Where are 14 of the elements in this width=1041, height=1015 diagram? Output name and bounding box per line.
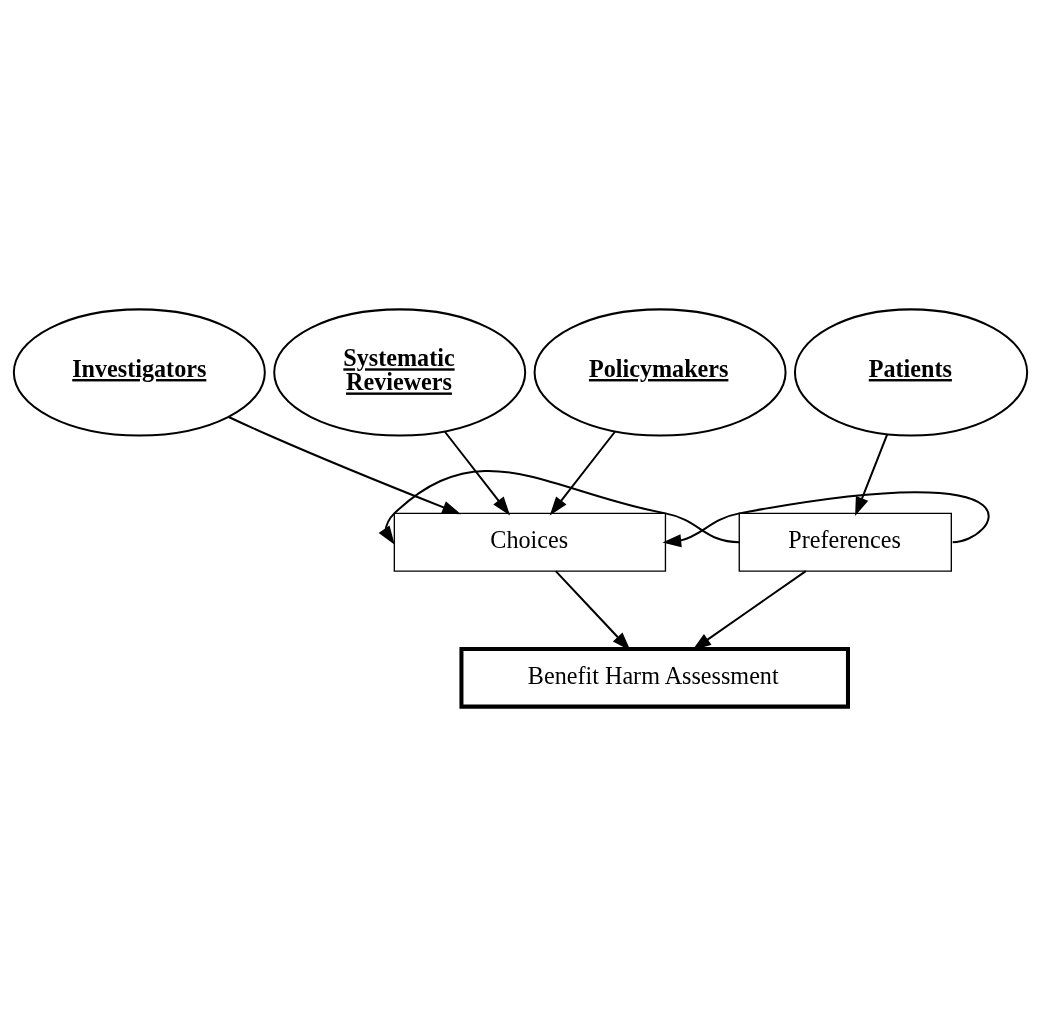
node-ellipse: Policymakers	[533, 307, 787, 437]
node-ellipse: Patients	[793, 307, 1029, 437]
arrow	[692, 569, 807, 650]
arrow	[228, 415, 461, 514]
node-box: Preferences	[738, 512, 952, 572]
arrow	[662, 490, 990, 547]
node-box: Benefit Harm Assessment	[459, 646, 850, 709]
arrow	[444, 430, 511, 515]
arrow	[378, 469, 740, 545]
node-ellipse: Systematic Reviewers	[273, 307, 527, 437]
arrow	[549, 430, 616, 515]
node-box: Choices	[393, 512, 667, 572]
arrow	[855, 433, 889, 516]
node-ellipse: Investigators	[12, 307, 266, 437]
